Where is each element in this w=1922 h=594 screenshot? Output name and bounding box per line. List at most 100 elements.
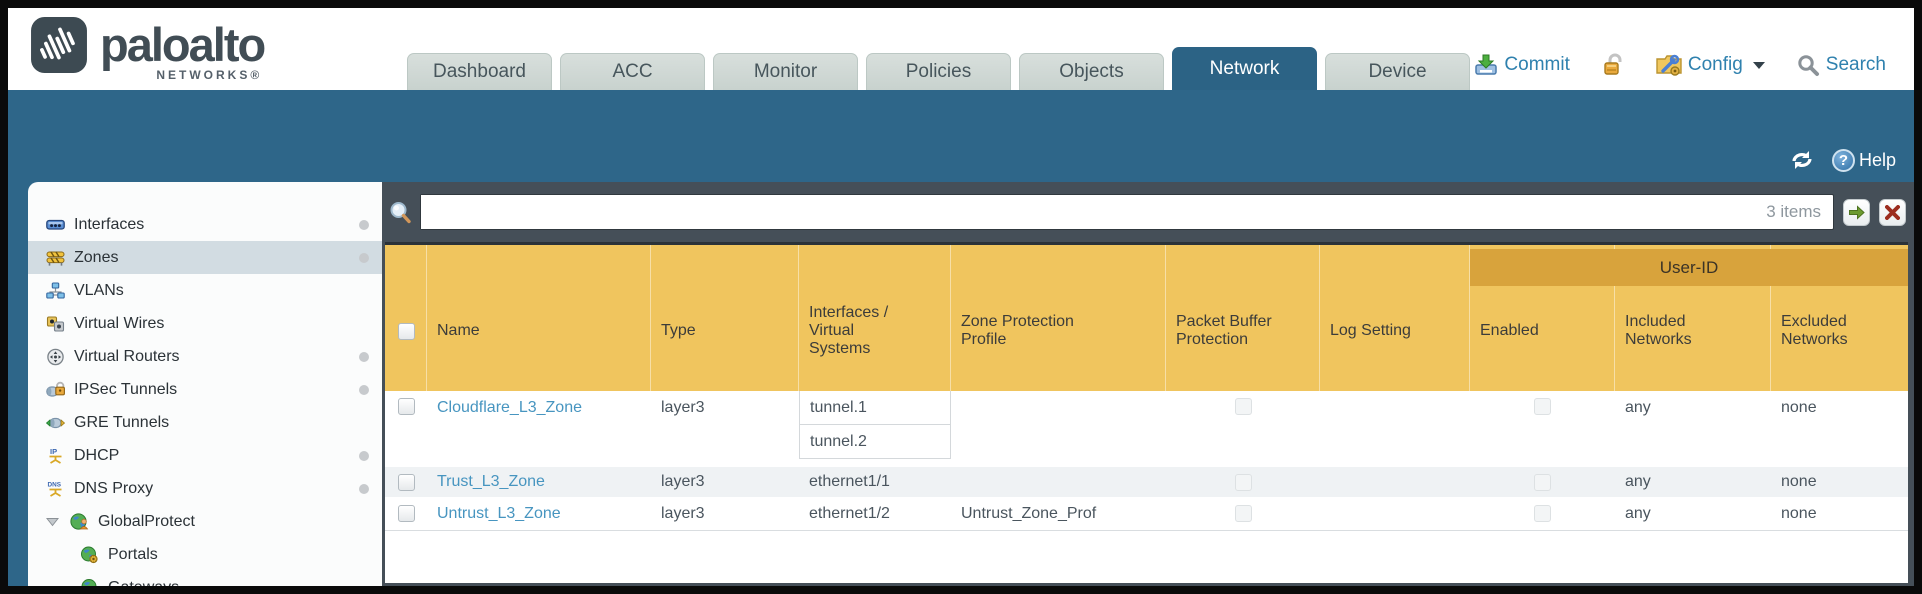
search-menu[interactable]: Search bbox=[1797, 54, 1886, 77]
tab-monitor[interactable]: Monitor bbox=[713, 53, 858, 90]
sidebar-item-interfaces[interactable]: Interfaces bbox=[28, 208, 382, 241]
sidebar-item-dhcp[interactable]: IP DHCP bbox=[28, 439, 382, 472]
green-arrow-icon bbox=[1849, 204, 1865, 220]
sidebar-item-gateways[interactable]: Gateways bbox=[28, 571, 382, 586]
col-header-interfaces[interactable]: Interfaces / Virtual Systems bbox=[799, 245, 951, 391]
packet-buffer-checkbox[interactable] bbox=[1234, 398, 1252, 415]
col-header-name[interactable]: Name bbox=[427, 245, 651, 391]
tab-dashboard[interactable]: Dashboard bbox=[407, 53, 552, 90]
tab-device[interactable]: Device bbox=[1325, 53, 1470, 90]
table-row[interactable]: Cloudflare_L3_Zone layer3 tunnel.1 tunne… bbox=[385, 391, 1908, 467]
zones-table: Name Type Interfaces / Virtual Systems Z… bbox=[385, 242, 1908, 583]
config-menu[interactable]: Config bbox=[1656, 53, 1765, 77]
main-region: Interfaces Zones bbox=[8, 182, 1914, 586]
packet-buffer-checkbox[interactable] bbox=[1234, 505, 1252, 522]
table-header: Name Type Interfaces / Virtual Systems Z… bbox=[385, 245, 1908, 391]
row-checkbox[interactable] bbox=[397, 505, 415, 522]
col-header-type[interactable]: Type bbox=[651, 245, 799, 391]
included-networks: any bbox=[1625, 399, 1651, 416]
tab-acc[interactable]: ACC bbox=[560, 53, 705, 90]
chevron-down-icon bbox=[1752, 61, 1765, 69]
items-count: 3 items bbox=[1766, 202, 1821, 221]
sidebar-item-virtual-wires[interactable]: Virtual Wires bbox=[28, 307, 382, 340]
help-button[interactable]: ? Help bbox=[1831, 148, 1896, 172]
userid-enabled-checkbox[interactable] bbox=[1534, 398, 1551, 415]
tab-network[interactable]: Network bbox=[1172, 47, 1317, 90]
dhcp-icon: IP bbox=[49, 447, 62, 464]
included-networks: any bbox=[1625, 504, 1651, 522]
zone-name-link[interactable]: Untrust_L3_Zone bbox=[437, 504, 561, 522]
brand-name: paloalto bbox=[100, 18, 266, 71]
userid-enabled-checkbox[interactable] bbox=[1534, 505, 1551, 522]
userid-enabled-checkbox[interactable] bbox=[1534, 473, 1551, 491]
col-header-included-networks[interactable]: Included Networks bbox=[1615, 245, 1771, 391]
virtual-routers-icon bbox=[47, 348, 64, 365]
apply-filter-button[interactable] bbox=[1843, 198, 1870, 226]
brand-subtitle: NETWORKS® bbox=[156, 68, 263, 82]
tab-objects[interactable]: Objects bbox=[1019, 53, 1164, 90]
sidebar-item-label: Gateways bbox=[108, 579, 179, 587]
zone-type: layer3 bbox=[661, 473, 705, 490]
sidebar-item-label: DNS Proxy bbox=[74, 479, 154, 497]
sidebar-item-vlans[interactable]: VLANs bbox=[28, 274, 382, 307]
help-label: Help bbox=[1858, 149, 1896, 170]
paloalto-logo: paloalto NETWORKS® bbox=[30, 16, 266, 82]
sidebar-item-label: Interfaces bbox=[74, 215, 145, 233]
lock-icon[interactable] bbox=[1602, 53, 1624, 77]
col-header-excluded-networks[interactable]: Excluded Networks bbox=[1771, 245, 1914, 391]
log-setting bbox=[1320, 391, 1470, 467]
item-dot bbox=[359, 450, 369, 461]
sidebar-item-label: Portals bbox=[108, 545, 158, 563]
refresh-icon[interactable] bbox=[1788, 148, 1816, 172]
row-checkbox[interactable] bbox=[397, 398, 415, 415]
table-row[interactable]: Untrust_L3_Zone layer3 ethernet1/2 Untru… bbox=[385, 497, 1908, 531]
col-header-log-setting[interactable]: Log Setting bbox=[1320, 245, 1470, 391]
vlans-icon bbox=[46, 281, 65, 299]
paloalto-logo-icon bbox=[31, 17, 87, 73]
sidebar-item-gre-tunnels[interactable]: GRE Tunnels bbox=[28, 406, 382, 439]
excluded-networks: none bbox=[1781, 504, 1817, 522]
portals-icon bbox=[81, 546, 98, 563]
commit-icon bbox=[1475, 54, 1498, 75]
col-header-zone-protection[interactable]: Zone Protection Profile bbox=[951, 245, 1166, 391]
header-actions: Commit Config bbox=[1474, 53, 1886, 77]
sidebar-item-ipsec-tunnels[interactable]: IPSec Tunnels bbox=[28, 373, 382, 406]
packet-buffer-checkbox[interactable] bbox=[1234, 473, 1252, 491]
commit-button[interactable]: Commit bbox=[1474, 54, 1570, 76]
sidebar-item-label: IPSec Tunnels bbox=[74, 380, 178, 398]
expand-triangle-icon[interactable] bbox=[46, 517, 59, 527]
filter-bar: 3 items bbox=[385, 182, 1908, 242]
main-tabs: Dashboard ACC Monitor Policies Objects N… bbox=[407, 47, 1470, 90]
dns-proxy-icon: DNS bbox=[48, 481, 62, 497]
log-setting bbox=[1320, 497, 1470, 530]
zone-type: layer3 bbox=[661, 504, 705, 522]
table-row[interactable]: Trust_L3_Zone layer3 ethernet1/1 any non… bbox=[385, 467, 1908, 497]
clear-filter-button[interactable] bbox=[1879, 198, 1906, 226]
select-all-checkbox[interactable] bbox=[398, 322, 415, 340]
sidebar-item-portals[interactable]: Portals bbox=[28, 538, 382, 571]
globalprotect-icon bbox=[70, 512, 89, 530]
interface-value: tunnel.1 bbox=[800, 391, 950, 425]
zone-protection-profile: Untrust_Zone_Prof bbox=[961, 504, 1097, 522]
col-header-packet-buffer[interactable]: Packet Buffer Protection bbox=[1166, 245, 1320, 391]
banner-band: ? Help bbox=[8, 90, 1914, 182]
sidebar-item-globalprotect[interactable]: GlobalProtect bbox=[28, 505, 382, 538]
zone-name-link[interactable]: Trust_L3_Zone bbox=[437, 473, 545, 490]
sidebar-item-label: Virtual Routers bbox=[74, 347, 180, 365]
sidebar-item-dns-proxy[interactable]: DNS DNS Proxy bbox=[28, 472, 382, 505]
help-icon: ? bbox=[1831, 148, 1855, 172]
sidebar-item-virtual-routers[interactable]: Virtual Routers bbox=[28, 340, 382, 373]
zone-name-link[interactable]: Cloudflare_L3_Zone bbox=[437, 399, 582, 416]
config-label: Config bbox=[1687, 54, 1743, 75]
sidebar-item-zones[interactable]: Zones bbox=[28, 241, 382, 274]
col-header-enabled[interactable]: Enabled bbox=[1470, 245, 1615, 391]
zones-content: 3 items Name Type bbox=[382, 182, 1914, 586]
excluded-networks: none bbox=[1781, 473, 1817, 490]
tab-policies[interactable]: Policies bbox=[866, 53, 1011, 90]
row-checkbox[interactable] bbox=[397, 473, 415, 491]
user-id-group-header: User-ID bbox=[1470, 249, 1908, 286]
svg-text:DNS: DNS bbox=[48, 481, 62, 488]
search-label: Search bbox=[1825, 54, 1886, 75]
filter-input[interactable] bbox=[421, 195, 1767, 229]
